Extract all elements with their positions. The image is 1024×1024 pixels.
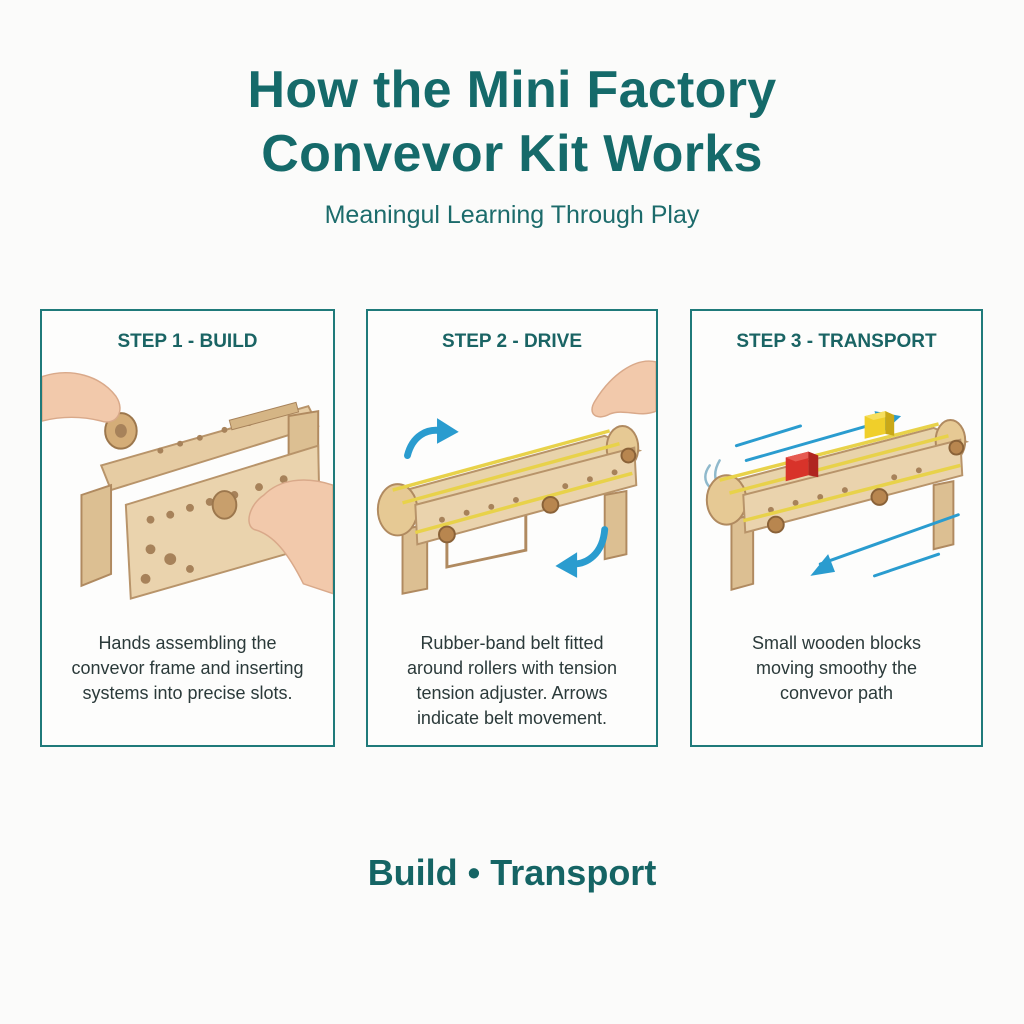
transport-illustration <box>704 411 970 591</box>
caption-line: convevor frame and inserting <box>71 658 304 678</box>
step-card-build: STEP 1 - BUILD Hands assembling the conv… <box>40 309 335 747</box>
step-card-drive: STEP 2 - DRIVE <box>366 309 658 747</box>
assembly-illustration <box>42 372 333 600</box>
caption-line: systems into precise slots. <box>82 683 293 703</box>
title-line-2: Convevor Kit Works <box>261 125 763 183</box>
step-label: STEP 1 - BUILD <box>117 331 258 352</box>
caption-line: Small wooden blocks <box>751 633 922 653</box>
arrowhead-icon <box>437 418 459 444</box>
rotation-arrow-icon <box>569 526 609 568</box>
page-title: How the Mini Factory Convevor Kit Works <box>0 58 1024 186</box>
red-block-icon <box>785 451 819 482</box>
step-card-transport: STEP 3 - TRANSPORT <box>690 309 983 747</box>
step-caption: Rubber-band belt fitted around rollers w… <box>380 631 644 731</box>
caption-line: indicate belt movement. <box>416 708 608 728</box>
rotation-arrow-icon <box>404 426 446 459</box>
belt-illustration <box>376 360 656 595</box>
step-label: STEP 2 - DRIVE <box>441 331 583 352</box>
caption-line: convevor path <box>779 683 894 703</box>
step-caption: Small wooden blocks moving smoothy the c… <box>704 631 969 706</box>
caption-line: tension adjuster. Arrows <box>416 683 608 703</box>
caption-line: Hands assembling the <box>98 633 277 653</box>
arrowhead-icon <box>810 554 836 576</box>
caption-line: moving smoothy the <box>755 658 918 678</box>
page-subtitle: Meaningul Learning Through Play <box>324 201 700 229</box>
arrowhead-icon <box>555 552 578 578</box>
caption-line: Rubber-band belt fitted <box>420 633 604 653</box>
title-line-1: How the Mini Factory <box>247 61 777 119</box>
caption-line: around rollers with tension <box>406 658 618 678</box>
step-caption: Hands assembling the convevor frame and … <box>54 631 321 706</box>
yellow-block-icon <box>864 411 895 439</box>
footer-tagline: Build • Transport <box>367 852 657 893</box>
step-label: STEP 3 - TRANSPORT <box>736 331 937 352</box>
